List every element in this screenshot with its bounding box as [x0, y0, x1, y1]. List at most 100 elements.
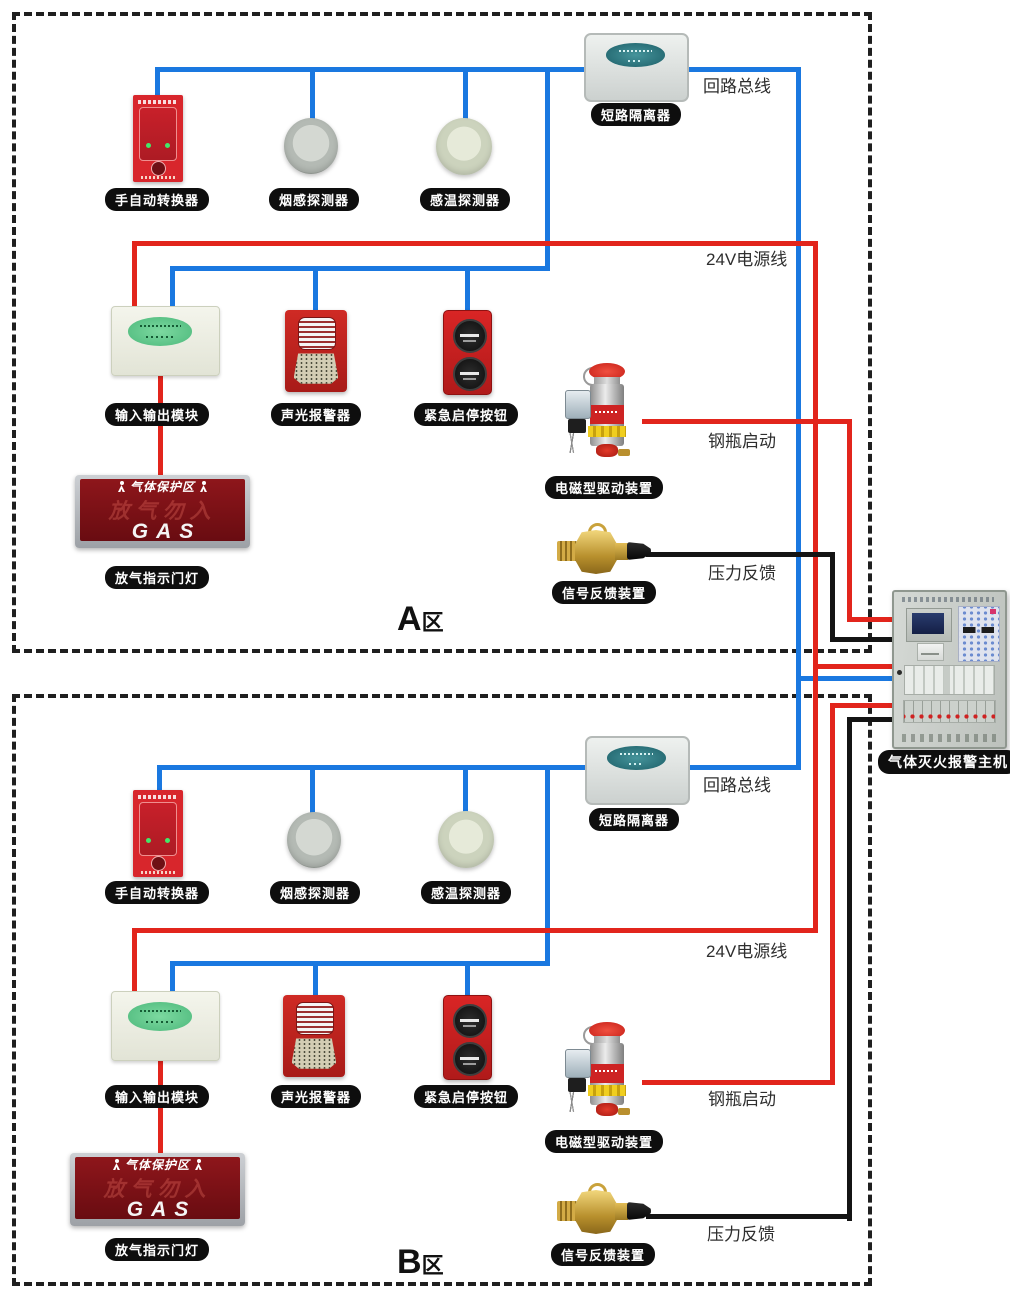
- zone-a-loop-tap-heat: [463, 67, 468, 122]
- label-manual-auto-converter: 手自动转换器: [104, 881, 210, 904]
- drive-solenoid-glass: [565, 390, 591, 419]
- zone-b-manual-auto-converter: [133, 790, 183, 877]
- zone-b-24v-wire: [132, 928, 818, 933]
- zone-b-bus-tap-button: [465, 961, 470, 1005]
- emergency-start-button: [452, 319, 487, 353]
- isolator-label-plate: [606, 43, 665, 67]
- drive-label: [590, 405, 624, 424]
- drive-wire-pins: [564, 433, 580, 453]
- converter-footer-text: [140, 176, 176, 179]
- label-manual-auto-converter: 手自动转换器: [104, 188, 210, 211]
- zone-a-loop-drop-wire: [545, 67, 550, 268]
- drive-bottom-valve: [596, 444, 618, 457]
- host-lcd-screen: [912, 613, 944, 634]
- alarm-speaker-grille: [291, 1038, 337, 1069]
- valve-thread: [557, 1201, 577, 1221]
- person-icon: [113, 1159, 120, 1170]
- converter-footer-text: [140, 871, 176, 874]
- gas-sign-main-text: GAS: [126, 1198, 197, 1221]
- emergency-start-button: [452, 1004, 487, 1038]
- gas-sign-warning-text: 放气勿入: [103, 1178, 212, 1201]
- drive-label: [590, 1064, 624, 1083]
- loop-bus-host-wire: [796, 676, 893, 681]
- zone-b-pressure-riser-wire: [847, 717, 852, 1221]
- zone-a-loop-tap-converter: [155, 67, 160, 97]
- label-sound-light-alarm: 声光报警器: [270, 1085, 362, 1108]
- label-gas-lamp: 放气指示门灯: [104, 1238, 210, 1261]
- zone-b-cylinder-riser-wire: [830, 703, 835, 1085]
- zone-b-cylinder-start-label: 钢瓶启动: [708, 1090, 776, 1109]
- zone-b-pressure-host-wire: [847, 717, 893, 722]
- zone-b-loop-bus-label: 回路总线: [703, 776, 771, 795]
- io-module-label-plate: [128, 317, 193, 346]
- zone-b-heat-detector: [438, 811, 494, 868]
- zone-a-24v-label: 24V电源线: [706, 250, 788, 269]
- converter-panel: [139, 802, 177, 856]
- drive-solenoid-glass: [565, 1049, 591, 1078]
- host-lcd-bezel: [906, 608, 952, 642]
- zone-a-heat-detector: [436, 118, 492, 175]
- zone-a-io-module: [111, 306, 220, 376]
- gas-sign-header: 气体保护区: [75, 478, 250, 495]
- valve-neck: [615, 543, 628, 560]
- host-keypad: [958, 606, 1000, 662]
- gas-sign-face: [75, 1157, 240, 1219]
- zone-b-gas-discharge-sign: 气体保护区 放气勿入 GAS: [70, 1153, 245, 1226]
- label-isolator: 短路隔离器: [590, 103, 682, 126]
- led-indicator: [146, 143, 151, 148]
- zone-a-pressure-host-wire: [830, 637, 893, 642]
- label-io-module: 输入输出模块: [104, 1085, 210, 1108]
- zone-b-loop-tap-smoke: [310, 765, 315, 815]
- person-icon: [200, 481, 207, 492]
- zone-b-title: B区: [397, 1243, 444, 1282]
- zone-a-emergency-button: [443, 310, 492, 395]
- label-solenoid-drive: 电磁型驱动装置: [544, 1130, 664, 1153]
- valve-cable-cap: [627, 542, 651, 560]
- label-solenoid-drive: 电磁型驱动装置: [544, 476, 664, 499]
- drive-red-cap: [589, 363, 625, 380]
- zone-a-letter: A: [397, 600, 422, 638]
- label-smoke-detector: 烟感探测器: [269, 881, 361, 904]
- zone-b-loop-bus-wire: [157, 765, 801, 770]
- host-switch-row: [903, 700, 996, 723]
- gas-sign-warning-text: 放气勿入: [108, 500, 217, 523]
- drive-solenoid-coil: [568, 1078, 586, 1092]
- zone-b-pressure-feedback-wire: [646, 1214, 852, 1219]
- valve-brass-body: [575, 530, 617, 574]
- gas-sign-header-text: 气体保护区: [124, 1158, 190, 1172]
- zone-b-bus-tap-io: [170, 961, 175, 996]
- zone-b-suffix: 区: [421, 1253, 444, 1278]
- alarm-strobe-lens: [298, 317, 336, 350]
- 24v-host-wire: [813, 664, 893, 669]
- converter-button: [151, 161, 166, 176]
- label-heat-detector: 感温探测器: [419, 188, 511, 211]
- gas-sign-header-text: 气体保护区: [129, 480, 195, 494]
- zone-a-cylinder-riser-wire: [847, 419, 852, 622]
- gas-sign-header: 气体保护区: [70, 1156, 245, 1173]
- converter-button: [151, 856, 166, 871]
- zone-a-cylinder-start-wire: [642, 419, 852, 424]
- zone-a-solenoid-drive: [563, 363, 651, 463]
- loop-bus-riser-wire: [796, 67, 801, 770]
- zone-b-short-circuit-isolator: [585, 736, 690, 805]
- converter-title-text: [138, 795, 178, 799]
- emergency-stop-button: [452, 357, 487, 391]
- host-header-text: [902, 597, 994, 602]
- zone-b-24v-tap-io: [132, 928, 137, 996]
- zone-a-bus-tap-alarm: [313, 266, 318, 312]
- zone-b-bus-tap-alarm: [313, 961, 318, 1005]
- person-icon: [118, 481, 125, 492]
- zone-b-io-module: [111, 991, 220, 1061]
- zone-a-loop-bus-label: 回路总线: [703, 77, 771, 96]
- zone-b-border: [12, 694, 872, 1286]
- zone-b-solenoid-drive: [563, 1022, 651, 1122]
- zone-a-loop-bus-wire: [155, 67, 801, 72]
- drive-neck: [594, 377, 620, 386]
- zone-b-feedback-valve: [557, 1183, 653, 1241]
- zone-a-border: [12, 12, 872, 653]
- zone-a-manual-auto-converter: [133, 95, 183, 182]
- converter-panel: [139, 107, 177, 161]
- drive-yellow-band: [588, 426, 626, 437]
- zone-a-pressure-feedback-wire: [646, 552, 835, 557]
- zone-a-pressure-feedback-label: 压力反馈: [708, 564, 776, 583]
